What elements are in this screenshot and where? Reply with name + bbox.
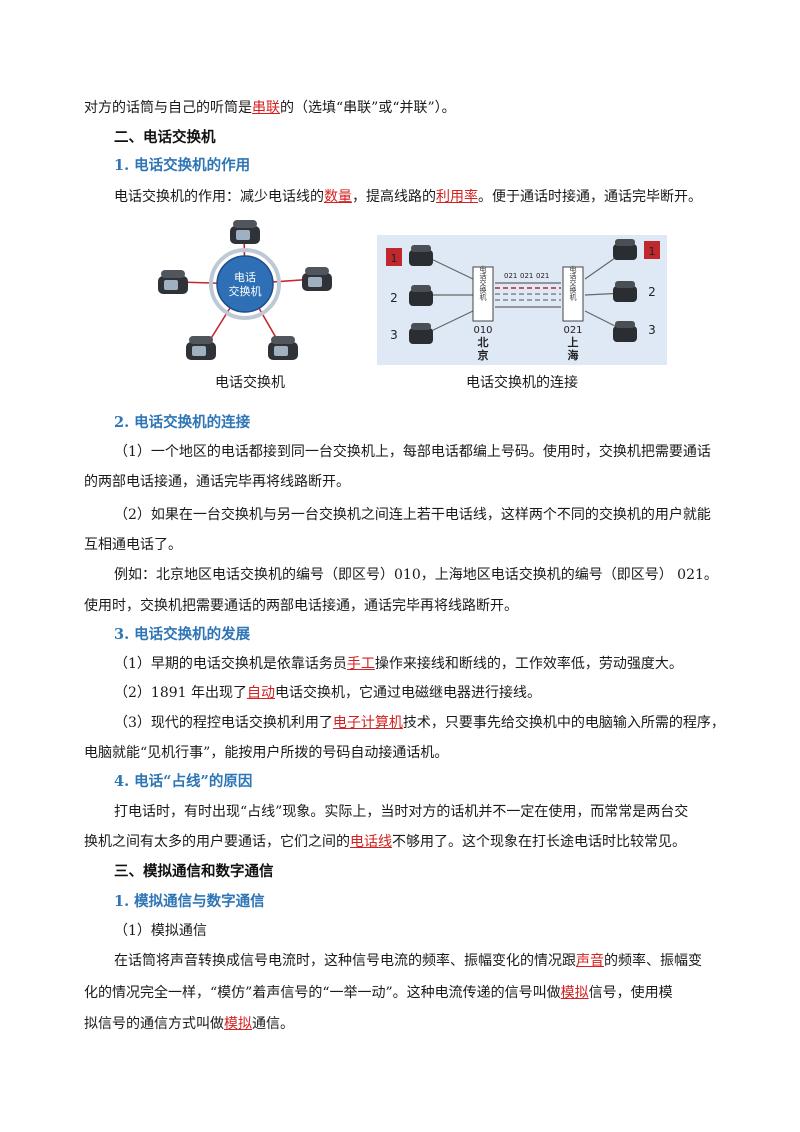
answer-blank: 声音 xyxy=(576,953,604,969)
paragraph: （2）如果在一台交换机与另一台交换机之间连上若干电话线，这样两个不同的交换机的用… xyxy=(114,507,711,523)
city-label: 北 xyxy=(478,335,489,349)
paragraph: （3）现代的程控电话交换机利用了电子计算机技术，只要事先给交换机中的电脑输入所需… xyxy=(114,715,725,731)
answer-blank: 模拟 xyxy=(224,1016,252,1032)
paragraph: 使用时，交换机把需要通话的两部电话接通，通话完毕再将线路断开。 xyxy=(84,598,518,614)
answer-blank: 串联 xyxy=(252,100,280,116)
paragraph-function: 电话交换机的作用：减少电话线的数量，提高线路的利用率。便于通话时接通，通话完毕断… xyxy=(114,189,702,205)
switch-label-left: 电话交换机 xyxy=(479,265,487,302)
area-code-shanghai: 021 xyxy=(563,325,582,336)
paragraph: 拟信号的通信方式叫做模拟通信。 xyxy=(84,1016,294,1032)
sub-heading: （1）模拟通信 xyxy=(114,923,207,939)
phone-number-label: 3 xyxy=(390,328,398,342)
paragraph: 的两部电话接通，通话完毕再将线路断开。 xyxy=(84,474,350,490)
city-label: 京 xyxy=(478,348,489,362)
trunk-code: 021 xyxy=(536,272,549,280)
subsection-heading: 1. 模拟通信与数字通信 xyxy=(114,893,265,910)
telephone-icon xyxy=(409,323,433,344)
answer-blank: 模拟 xyxy=(560,985,589,1001)
answer-blank: 数量 xyxy=(324,189,352,205)
paragraph: 打电话时，有时出现“占线”现象。实际上，当时对方的话机并不一定在使用，而常常是两… xyxy=(114,804,689,820)
answer-blank: 手工 xyxy=(346,656,375,672)
city-label: 海 xyxy=(568,348,579,362)
phone-number-label: 2 xyxy=(390,291,398,305)
switchboard-connection-figure: 电话交换机 电话交换机 021 021 021 1 2 3 1 2 3 010 … xyxy=(377,235,667,365)
trunk-code: 021 xyxy=(520,272,533,280)
hub-label-line2: 交换机 xyxy=(229,284,262,298)
figure-caption: 电话交换机 xyxy=(215,375,285,391)
paragraph: 在话筒将声音转换成信号电流时，这种信号电流的频率、振幅变化的情况跟声音的频率、振… xyxy=(114,953,702,969)
telephone-icon xyxy=(186,336,216,360)
paragraph: 电脑就能“见机行事”，能按用户所拨的号码自动接通话机。 xyxy=(84,745,449,761)
paragraph: 例如：北京地区电话交换机的编号（即区号）010，上海地区电话交换机的编号（即区号… xyxy=(114,567,718,583)
paragraph: 换机之间有太多的用户要通话，它们之间的电话线不够用了。这个现象在打长途电话时比较… xyxy=(84,834,686,850)
telephone-icon xyxy=(158,270,188,294)
phone-number-label: 2 xyxy=(648,285,656,299)
telephone-icon xyxy=(613,321,637,342)
subsection-heading: 2. 电话交换机的连接 xyxy=(114,414,251,431)
telephone-icon xyxy=(613,281,637,302)
answer-blank: 利用率 xyxy=(436,189,478,205)
figure-caption: 电话交换机的连接 xyxy=(466,375,578,391)
phone-number-label: 1 xyxy=(649,245,656,258)
telephone-icon xyxy=(409,285,433,306)
telephone-icon xyxy=(268,336,298,360)
answer-blank: 电子计算机 xyxy=(332,715,403,731)
switch-label-right: 电话交换机 xyxy=(569,265,577,302)
city-label: 上 xyxy=(568,335,579,349)
switchboard-star-figure: 电话 交换机 xyxy=(158,220,332,360)
subsection-heading: 4. 电话“占线”的原因 xyxy=(114,773,253,790)
phone-number-label: 1 xyxy=(391,252,398,265)
answer-blank: 电话线 xyxy=(350,834,392,850)
trunk-code: 021 xyxy=(504,272,517,280)
section-heading: 三、模拟通信和数字通信 xyxy=(114,863,274,880)
telephone-icon xyxy=(230,220,260,244)
answer-blank: 自动 xyxy=(247,685,275,701)
telephone-icon xyxy=(302,267,332,291)
paragraph: （1）一个地区的电话都接到同一台交换机上，每部电话都编上号码。使用时，交换机把需… xyxy=(114,444,711,460)
paragraph: 互相通电话了。 xyxy=(84,537,182,553)
subsection-heading: 1. 电话交换机的作用 xyxy=(114,157,251,174)
subsection-heading: 3. 电话交换机的发展 xyxy=(114,626,251,643)
paragraph: （1）早期的电话交换机是依靠话务员手工操作来接线和断线的，工作效率低，劳动强度大… xyxy=(114,656,683,672)
phone-number-label: 3 xyxy=(648,323,656,337)
paragraph-series: 对方的话筒与自己的听筒是串联的（选填“串联”或“并联”）。 xyxy=(84,100,456,116)
telephone-icon xyxy=(409,245,433,266)
hub-label-line1: 电话 xyxy=(234,271,256,284)
paragraph: （2）1891 年出现了自动电话交换机，它通过电磁继电器进行接线。 xyxy=(114,685,541,701)
area-code-beijing: 010 xyxy=(473,325,492,336)
telephone-icon xyxy=(613,239,637,260)
section-heading: 二、电话交换机 xyxy=(114,129,216,146)
paragraph: 化的情况完全一样，“模仿”着声信号的“一举一动”。这种电流传递的信号叫做模拟信号… xyxy=(84,985,673,1001)
